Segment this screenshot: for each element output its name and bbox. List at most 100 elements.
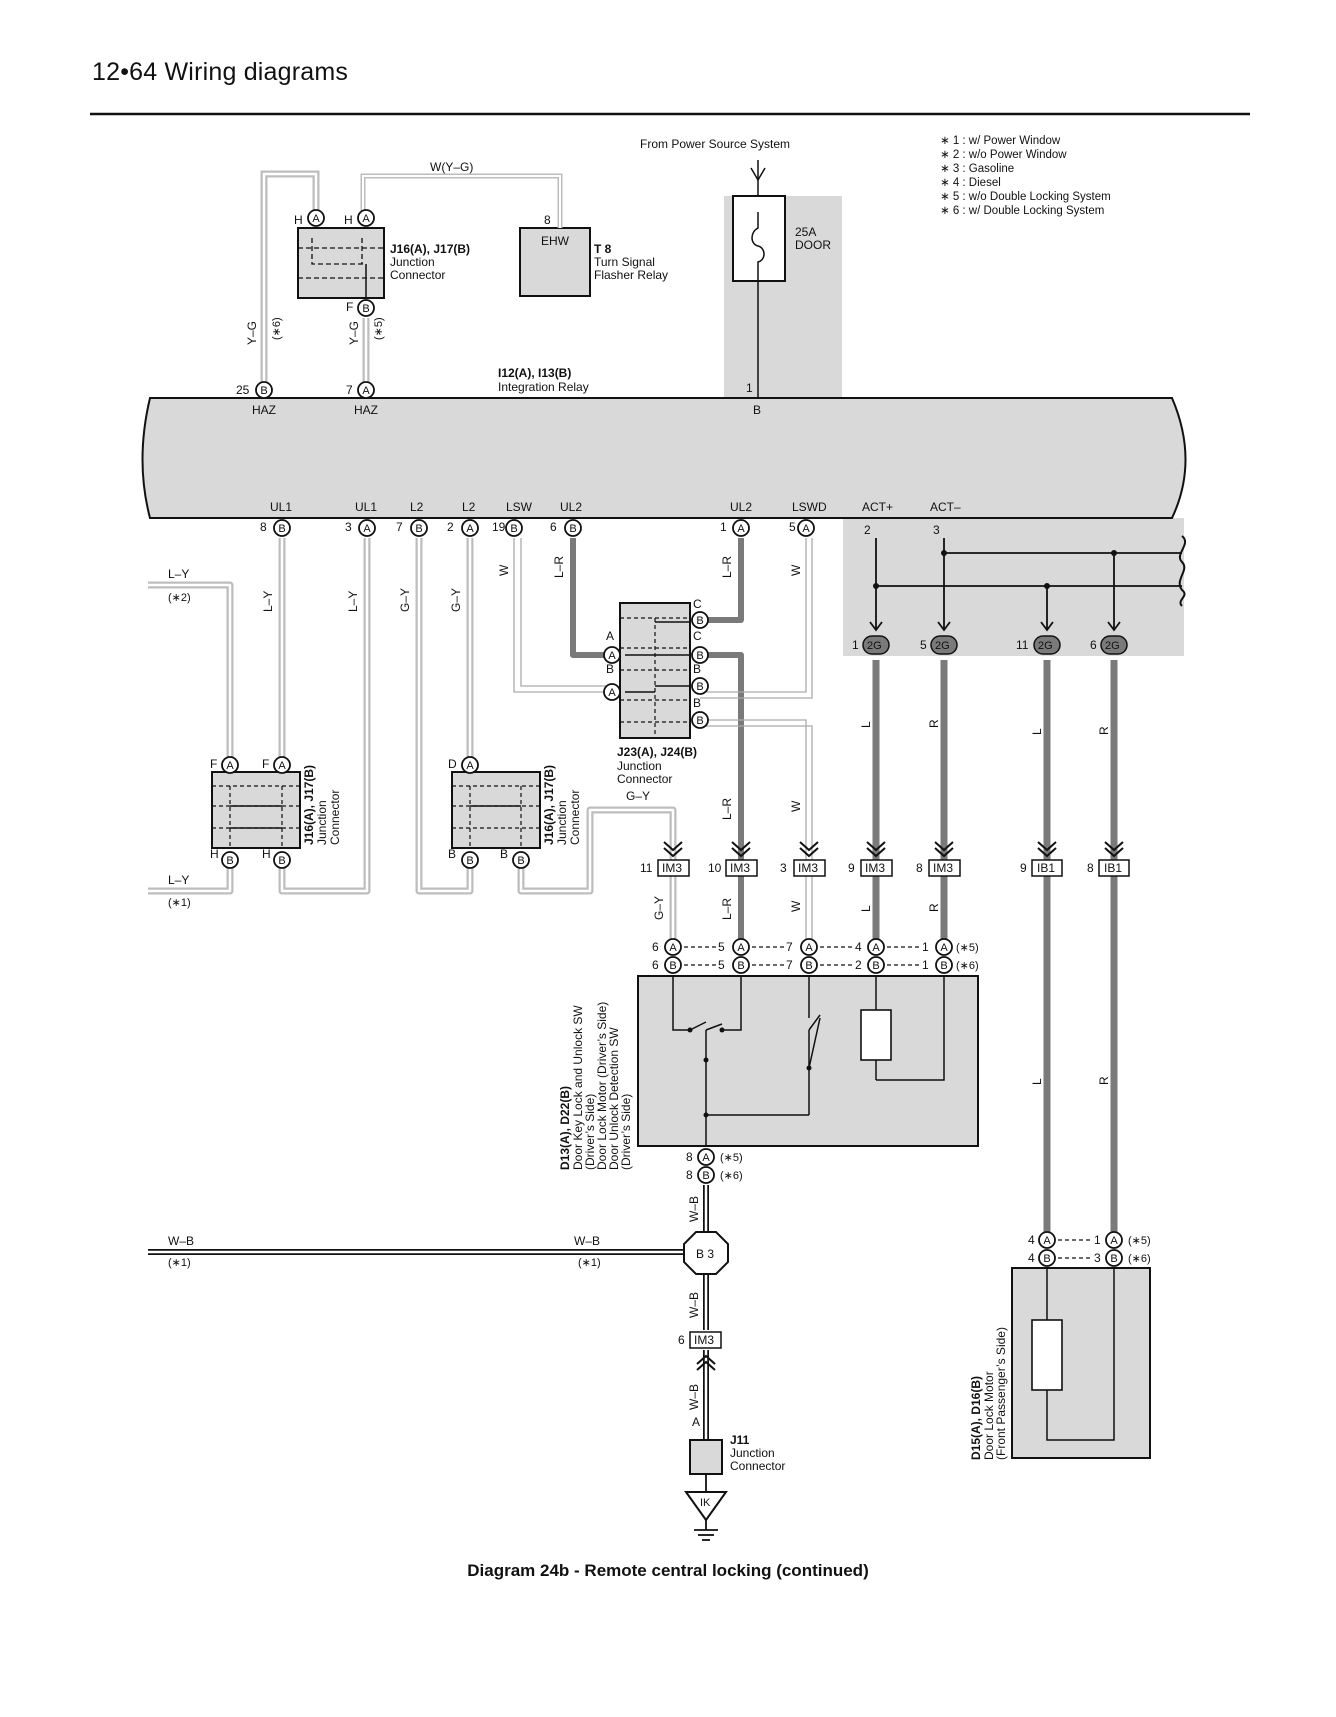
wire-ul1-b-core: [280, 538, 369, 893]
act-shade: [843, 518, 1184, 656]
pin-note: (∗5): [720, 1152, 743, 1164]
door-switch-line: Door Lock Motor (Driver’s Side): [595, 1002, 609, 1170]
connector-pin: [867, 938, 885, 956]
wires-thick: [148, 538, 1118, 1232]
connector-pin: [1038, 1249, 1056, 1267]
wire-label: W: [789, 564, 803, 576]
connector-pin-letter: A: [737, 523, 745, 535]
pin-num: 4: [1028, 1233, 1035, 1247]
connector-pin: [221, 756, 239, 774]
im3-box: [725, 859, 758, 877]
relay-term: ACT+: [862, 500, 893, 514]
pin-num: 8: [686, 1150, 693, 1164]
wire-label: (∗6): [271, 317, 283, 340]
relay-term: UL1: [355, 500, 377, 514]
pin-label: H: [294, 213, 303, 227]
connector-pin: [664, 956, 682, 974]
wire-label: L: [1030, 1078, 1044, 1085]
connector-pin-letter: A: [1110, 1235, 1118, 1247]
pin-note: (∗6): [1128, 1253, 1151, 1265]
flasher-pin: 8: [544, 213, 551, 227]
connector-pin: [797, 519, 815, 537]
connector-pin: [697, 1148, 715, 1166]
top-junction-id: J16(A), J17(B): [390, 242, 470, 256]
pin-label: B: [606, 662, 614, 676]
door-switch-line: (Driver’s Side): [619, 1094, 633, 1170]
wire-label: R: [927, 719, 941, 728]
connector-pin-letter: B: [260, 385, 267, 397]
wire-label: W–B: [687, 1196, 701, 1222]
connector-pin-letter: A: [466, 760, 474, 772]
connector-pin-letter: B: [669, 960, 676, 972]
fuse-pin: 1: [746, 381, 753, 395]
relay-terminal: HAZ: [354, 403, 378, 417]
wire-label: W: [789, 800, 803, 812]
fuse-rating: 25A: [795, 225, 816, 239]
top-junction-internal: [298, 238, 384, 279]
wire-label: W–B: [168, 1234, 194, 1248]
wire-label: L–R: [720, 556, 734, 578]
relay-term: UL2: [560, 500, 582, 514]
diagram-caption: Diagram 24b - Remote central locking (co…: [467, 1561, 869, 1580]
j23-name-2: Connector: [617, 772, 672, 786]
pin-label: A: [692, 1415, 700, 1429]
door-switch-line: (Driver’s Side): [583, 1094, 597, 1170]
legend-item: ∗ 6 : w/ Double Locking System: [940, 205, 1104, 217]
connector-pin-letter: A: [802, 523, 810, 535]
im3-box: [793, 859, 826, 877]
wire-label: L–Y: [346, 591, 360, 612]
passenger-motor-line: Door Lock Motor: [982, 1371, 996, 1460]
flasher-name-2: Flasher Relay: [594, 268, 668, 282]
pin-label: C: [693, 629, 702, 643]
pin-note: (∗5): [1128, 1235, 1151, 1247]
relay-pin: 19: [492, 520, 506, 534]
connector-pin-letter: B: [278, 523, 285, 535]
pin-num: 8: [686, 1168, 693, 1182]
door-switch-circuit: [672, 976, 945, 1146]
door-switch-box: [637, 975, 979, 1147]
connector-pin: [255, 381, 273, 399]
relay-pin: 6: [550, 520, 557, 534]
connector-pin: [564, 519, 582, 537]
legend: ∗ 1 : w/ Power Window ∗ 2 : w/o Power Wi…: [940, 135, 1111, 217]
pin-note: (∗5): [956, 942, 979, 954]
page-header: 12•64 Wiring diagrams: [92, 58, 349, 86]
connector-pin-letter: B: [1043, 1253, 1050, 1265]
connector-pin: [800, 938, 818, 956]
connector-pin: [691, 711, 709, 729]
connector-pin-letter: B: [362, 303, 369, 315]
conn-2g-label: 2G: [935, 640, 950, 652]
j11-connector: [689, 1439, 723, 1475]
switch-blade: [705, 1017, 821, 1069]
wire-ly-2: [148, 581, 234, 765]
wire-w-lsw: [513, 538, 612, 693]
connector-pin: [732, 956, 750, 974]
integration-relay-body: [141, 397, 1187, 519]
wire-labels-lr: L R L R L R: [859, 719, 1111, 1085]
conn-2g-label: 2G: [867, 640, 882, 652]
im3-row: IM3 11 IM3 10 IM3 3 IM3 9 IM3 8 IB1 9 IB…: [640, 841, 1130, 877]
wire-label: L–Y: [168, 567, 189, 581]
pin-label: H: [210, 847, 219, 861]
connector-pin: [357, 209, 375, 227]
chevron-down-icon: [869, 621, 883, 632]
wire-label: L–Y: [261, 591, 275, 612]
connector-pin: [307, 209, 325, 227]
wire-w-lswd-b: [700, 538, 813, 699]
connector-pin-letter: B: [278, 855, 285, 867]
flasher-id: T 8: [594, 242, 612, 256]
relay-term: LSWD: [792, 500, 827, 514]
pin-label: H: [344, 213, 353, 227]
top-junction-connector: [297, 227, 385, 299]
connector-pin-letter: B: [702, 1170, 709, 1182]
act-bus: [875, 538, 1182, 630]
wire-label: W: [789, 900, 803, 912]
pin-label: F: [262, 757, 269, 771]
connector-pin: [461, 851, 479, 869]
connector-pin-letter: A: [466, 523, 474, 535]
relay-pin: 3: [933, 523, 940, 537]
connector-pin-letter: B: [517, 855, 524, 867]
left-junction-name-2: Connector: [328, 790, 342, 845]
wire-label: (∗1): [168, 897, 191, 909]
connector-pin-letter: B: [696, 715, 703, 727]
